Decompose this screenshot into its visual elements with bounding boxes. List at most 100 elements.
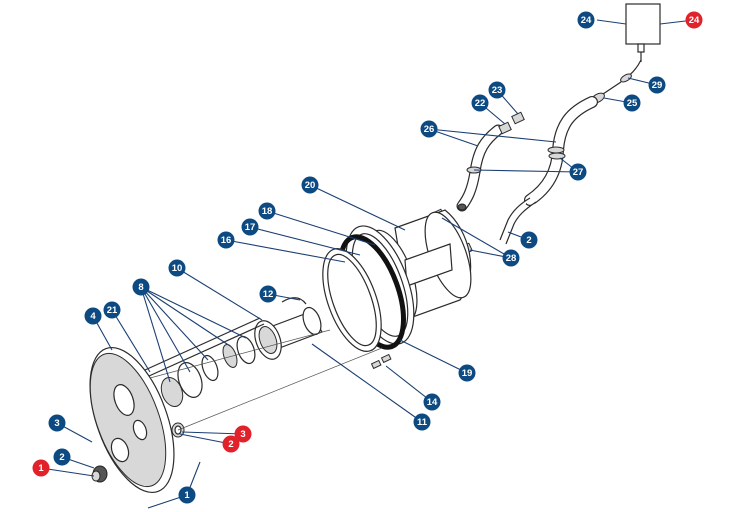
cable-12 [281, 297, 307, 305]
screws-14 [370, 353, 392, 370]
callout-circle [53, 448, 71, 466]
callout-label: 19 [462, 368, 473, 379]
callout-badge-24-blue: 24 [577, 11, 595, 29]
callout-circle [241, 218, 259, 236]
callout-circle [178, 486, 196, 504]
ring-3 [171, 422, 185, 438]
callout-circle [258, 202, 276, 220]
callout-label: 3 [240, 429, 245, 440]
callout-circle [234, 425, 252, 443]
callout-circle [458, 364, 476, 382]
tube-11 [254, 306, 323, 360]
callout-badge-29-blue: 29 [648, 76, 666, 94]
callout-label: 3 [54, 418, 59, 429]
callout-label: 2 [526, 235, 531, 246]
callout-badge-3-blue: 3 [48, 414, 66, 432]
callout-badge-2-blue: 2 [520, 231, 538, 249]
callout-circle [84, 307, 102, 325]
callout-circle [502, 249, 520, 267]
callout-circle [32, 459, 50, 477]
callout-circle [623, 94, 641, 112]
callout-label: 1 [38, 463, 44, 474]
callout-circle [301, 176, 319, 194]
callout-label: 22 [475, 98, 486, 109]
conduit-right [499, 96, 598, 245]
callout-badge-3-red: 3 [234, 425, 252, 443]
callout-circle [168, 259, 186, 277]
callout-label: 29 [652, 80, 663, 91]
callout-badge-11-blue: 11 [413, 413, 431, 431]
callout-label: 28 [506, 253, 517, 264]
callout-label: 16 [221, 235, 232, 246]
callout-label: 26 [424, 124, 435, 135]
power-cable [591, 59, 642, 104]
callout-circle [103, 301, 121, 319]
callout-label: 14 [427, 397, 438, 408]
callout-circle [471, 94, 489, 112]
callout-circle [569, 163, 587, 181]
callout-badge-26-blue: 26 [420, 120, 438, 138]
callout-circle [259, 285, 277, 303]
callout-label: 24 [689, 15, 700, 26]
callout-badge-14-blue: 14 [423, 393, 441, 411]
callout-circle [420, 120, 438, 138]
callout-badge-19-blue: 19 [458, 364, 476, 382]
callout-badge-2-red: 2 [222, 435, 240, 453]
callout-badge-1-red: 1 [32, 459, 50, 477]
callout-badge-8-blue: 8 [132, 278, 150, 296]
callout-label: 10 [172, 263, 183, 274]
callout-badge-1-blue: 1 [178, 486, 196, 504]
callout-label: 25 [627, 98, 638, 109]
callout-badge-17-blue: 17 [241, 218, 259, 236]
callout-label: 21 [107, 305, 118, 316]
callout-badge-28-blue: 28 [502, 249, 520, 267]
lamp-1 [91, 465, 108, 483]
callout-label: 23 [492, 85, 503, 96]
callout-circle [488, 81, 506, 99]
callout-label: 8 [138, 282, 143, 293]
callout-circle [648, 76, 666, 94]
conduit-left [456, 124, 504, 212]
callout-badge-4-blue: 4 [84, 307, 102, 325]
callout-badge-23-blue: 23 [488, 81, 506, 99]
callout-label: 18 [262, 206, 273, 217]
callout-label: 11 [417, 417, 428, 428]
callout-circle [520, 231, 538, 249]
callout-badge-18-blue: 18 [258, 202, 276, 220]
callout-circle [685, 11, 703, 29]
fitting-22 [498, 121, 512, 135]
guide-lines [149, 329, 383, 431]
ring-16 [322, 247, 382, 353]
callout-circle [132, 278, 150, 296]
callout-circle [577, 11, 595, 29]
callout-label: 12 [263, 289, 274, 300]
callout-badge-12-blue: 12 [259, 285, 277, 303]
callout-circle [413, 413, 431, 431]
callout-badge-10-blue: 10 [168, 259, 186, 277]
callout-badge-24-red: 24 [685, 11, 703, 29]
callout-badge-22-blue: 22 [471, 94, 489, 112]
fitting-23 [511, 111, 525, 125]
callout-label: 27 [573, 167, 584, 178]
callout-circle [423, 393, 441, 411]
callout-badge-21-blue: 21 [103, 301, 121, 319]
callout-badge-20-blue: 20 [301, 176, 319, 194]
callout-label: 20 [305, 180, 316, 191]
callout-label: 2 [228, 439, 233, 450]
callout-badge-27-blue: 27 [569, 163, 587, 181]
callout-circle [48, 414, 66, 432]
callout-label: 24 [581, 15, 592, 26]
callout-label: 1 [184, 490, 190, 501]
transformer-box [625, 3, 661, 62]
front-plate-4 [89, 346, 175, 494]
callout-label: 2 [59, 452, 64, 463]
callout-label: 4 [90, 311, 96, 322]
callout-badge-16-blue: 16 [217, 231, 235, 249]
rings-8 [160, 335, 256, 408]
callout-circle [222, 435, 240, 453]
callout-circle [217, 231, 235, 249]
callout-label: 17 [245, 222, 256, 233]
callout-badge-2-blue: 2 [53, 448, 71, 466]
